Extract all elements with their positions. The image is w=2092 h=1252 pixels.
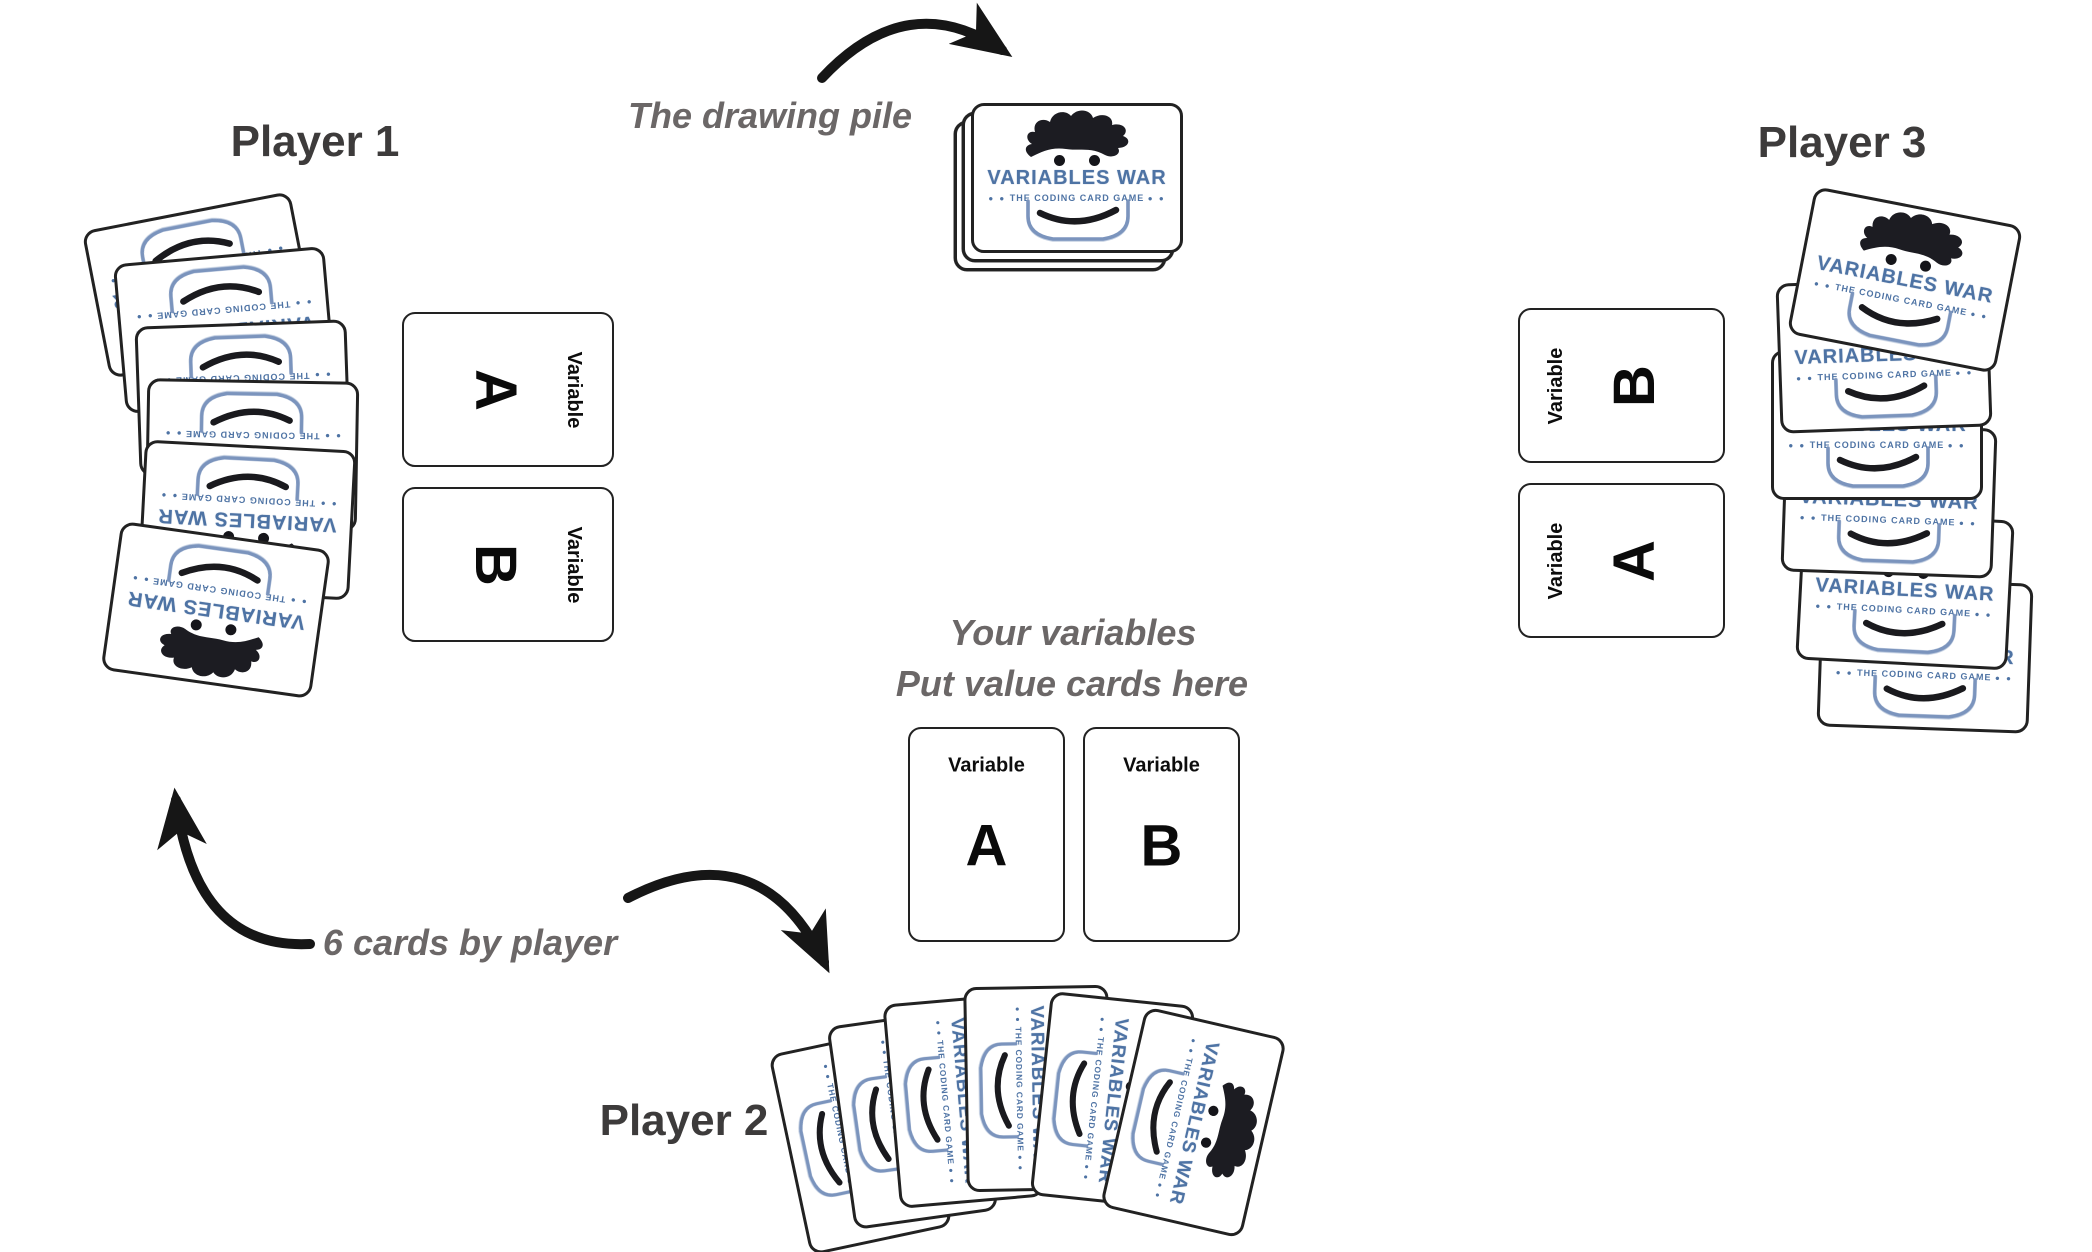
chin-icon [1852, 608, 1957, 655]
arrow-to-player2-hand [623, 869, 830, 974]
player3-variable-card-b[interactable]: Variable B [1518, 308, 1725, 463]
player3-variable-card-a[interactable]: Variable A [1518, 483, 1725, 638]
player3-hand-card[interactable]: VARIABLES WAR ● ● THE CODING CARD GAME ●… [1786, 186, 2024, 374]
chin-icon [1130, 1067, 1185, 1166]
chin-icon [978, 1041, 1019, 1138]
your-variables-note-line2: Put value cards here [895, 663, 1249, 704]
chin-icon [166, 544, 272, 596]
chin-icon [902, 1054, 948, 1152]
smile-icon [1862, 619, 1946, 637]
smile-icon [1836, 453, 1920, 472]
smile-icon [1149, 1078, 1173, 1154]
player1-hand-card[interactable]: VARIABLES WAR ● ● THE CODING CARD GAME ●… [100, 520, 332, 700]
smile-icon [815, 1110, 842, 1185]
variable-card-letter: B [1601, 364, 1667, 407]
variable-card-label: Variable [1544, 522, 1567, 599]
variable-card-label: Variable [1123, 754, 1200, 776]
chin-icon [1872, 674, 1977, 719]
chin-icon [140, 218, 246, 274]
chin-icon [188, 334, 293, 379]
card-back-tagline: ● ● THE CODING CARD GAME ● ● [988, 193, 1166, 203]
variable-card-label: Variable [1544, 347, 1567, 424]
smile-icon [1858, 304, 1941, 327]
chin-icon [1834, 374, 1939, 419]
chin-icon [1826, 446, 1930, 488]
card-back-design: VARIABLES WAR ● ● THE CODING CARD GAME ●… [1110, 1017, 1277, 1227]
card-back-design: VARIABLES WAR ● ● THE CODING CARD GAME ●… [977, 109, 1177, 247]
smile-icon [180, 283, 263, 305]
smile-icon [152, 237, 233, 265]
smile-icon [868, 1085, 891, 1162]
chin-icon [1847, 291, 1953, 347]
smile-icon [1844, 382, 1928, 402]
card-back-design: VARIABLES WAR ● ● THE CODING CARD GAME ●… [107, 528, 324, 692]
your-variable-card-b[interactable]: Variable B [1083, 727, 1240, 942]
smile-icon [1068, 1059, 1087, 1136]
chin-icon [199, 391, 304, 435]
eyes-icon [977, 155, 1177, 166]
chin-icon [798, 1098, 851, 1196]
drawing-pile-top-card[interactable]: VARIABLES WAR ● ● THE CODING CARD GAME ●… [971, 103, 1183, 253]
variable-card-label: Variable [563, 526, 585, 603]
player3-label: Player 3 [1757, 118, 1927, 167]
smile-icon [1036, 206, 1120, 225]
hair-icon [1025, 110, 1129, 157]
variable-card-letter: A [965, 813, 1008, 879]
variable-card-letter: A [463, 368, 529, 411]
hair-icon [1205, 1081, 1257, 1177]
smile-icon [1883, 685, 1967, 702]
player1-variable-card-a[interactable]: Variable A [402, 312, 614, 467]
variable-card-letter: B [463, 543, 529, 586]
variable-card-letter: A [1601, 539, 1667, 582]
player2-hand-card[interactable]: VARIABLES WAR ● ● THE CODING CARD GAME ●… [1099, 1005, 1287, 1239]
player1-variable-card-b[interactable]: Variable B [402, 487, 614, 642]
smile-icon [206, 473, 290, 491]
six-cards-note: 6 cards by player [322, 922, 618, 963]
player1-label: Player 1 [230, 117, 400, 166]
chin-icon [1026, 199, 1130, 241]
card-back-design: VARIABLES WAR ● ● THE CODING CARD GAME ●… [1794, 193, 2017, 367]
drawing-pile-label: The drawing pile [627, 95, 913, 136]
arrow-to-player1-hand [157, 787, 315, 950]
variable-card-letter: B [1140, 813, 1183, 879]
smile-icon [1847, 530, 1931, 547]
variable-card-label: Variable [563, 351, 585, 428]
variable-card-label: Variable [948, 754, 1025, 776]
hair-icon [1860, 212, 1963, 266]
chin-icon [1836, 519, 1941, 564]
card-back-brand: VARIABLES WAR [987, 167, 1167, 189]
smile-icon [210, 408, 293, 426]
card-back-tagline: ● ● THE CODING CARD GAME ● ● [1788, 440, 1966, 450]
smile-icon [919, 1065, 940, 1142]
smile-icon [199, 351, 283, 371]
player2-label: Player 2 [599, 1096, 769, 1145]
chin-icon [1051, 1049, 1098, 1147]
chin-icon [195, 455, 300, 502]
your-variables-note-line1: Your variables [949, 612, 1197, 653]
smile-icon [993, 1051, 1011, 1128]
chin-icon [169, 265, 274, 314]
chin-icon [851, 1074, 900, 1172]
your-variable-card-a[interactable]: Variable A [908, 727, 1065, 942]
arrow-to-drawing-pile [817, 2, 1013, 83]
hair-icon [160, 626, 263, 678]
smile-icon [178, 563, 261, 584]
